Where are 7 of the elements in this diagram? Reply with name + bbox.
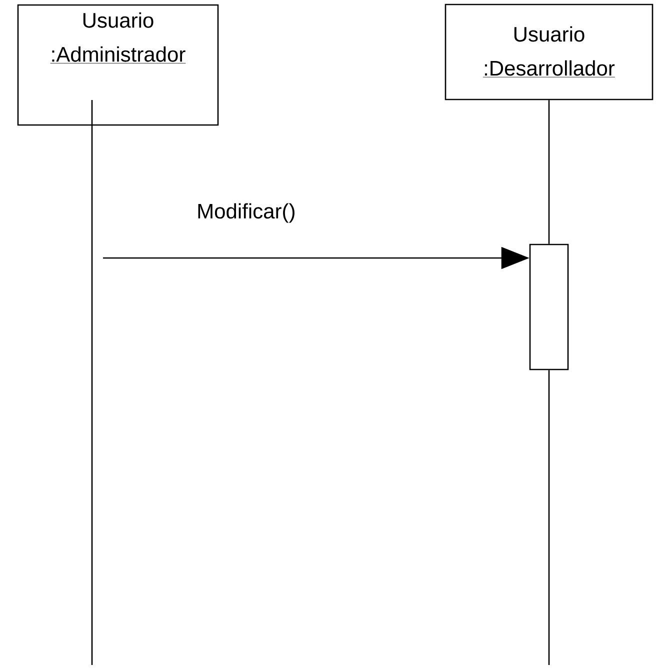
object-box: Usuario :Administrador [17, 4, 219, 126]
object-box: Usuario :Desarrollador [444, 4, 654, 100]
lifeline [548, 370, 550, 665]
lifeline [548, 100, 550, 244]
message-label: Modificar() [198, 203, 294, 223]
lifeline [91, 100, 93, 665]
activation-bar [529, 244, 569, 370]
